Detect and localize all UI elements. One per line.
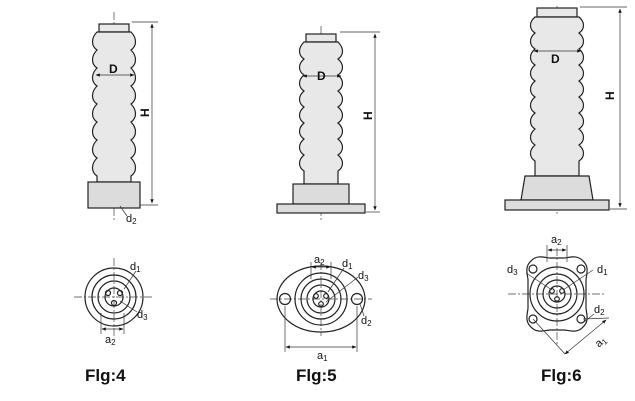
fig4-hole-3	[110, 299, 118, 307]
fig5-core	[312, 290, 330, 308]
fig5-hole-1	[313, 293, 319, 299]
fig6-diameter-label: D	[551, 52, 560, 66]
fig6-mid-ring	[536, 273, 578, 315]
fig5-a2-label: a2	[314, 254, 325, 267]
fig4-hole-2	[116, 289, 124, 297]
fig6-a1-dim	[564, 319, 607, 355]
fig6-hole-1	[549, 288, 555, 294]
fig6-d3-leader	[525, 272, 553, 291]
fig4-a2-label: a2	[105, 334, 116, 347]
fig4-d2-leader	[119, 205, 128, 217]
fig5-mid-ring	[300, 278, 342, 320]
figure-6-caption: Flg:6	[541, 366, 582, 385]
figure-5-plan: a2 d1 d3 d2 a1	[270, 254, 372, 363]
figure-5-elevation: D H	[276, 26, 380, 220]
fig4-outer-ring	[84, 267, 144, 327]
fig4-top-cap	[98, 23, 130, 33]
fig5-d2-label: d2	[361, 315, 372, 328]
fig6-d2-leader	[583, 313, 595, 323]
fig6-outer-ring	[529, 266, 585, 322]
fig6-a1-ext-left	[532, 318, 566, 355]
fig5-inner-ring	[306, 284, 336, 314]
figure-4-elevation: D H d2	[87, 12, 158, 226]
fig6-inner-ring	[542, 279, 572, 309]
fig6-hole-3	[554, 296, 560, 302]
fig5-a1-label: a1	[317, 350, 328, 363]
fig6-top-cap	[536, 7, 578, 18]
fig5-d2-leader	[359, 303, 365, 317]
fig4-d1-label: d1	[130, 261, 141, 274]
figure-4-caption: Flg:4	[85, 366, 126, 385]
fig5-flange	[276, 203, 366, 214]
fig6-d2-label: d2	[594, 304, 605, 317]
fig6-d3-label: d3	[507, 264, 518, 277]
fig6-flange	[504, 199, 610, 211]
fig4-d2-label: d2	[126, 213, 137, 226]
fig5-base	[292, 183, 350, 205]
fig6-a1-ext-right	[582, 317, 610, 320]
fig5-d1-label: d1	[342, 258, 353, 271]
fig6-d1-leader	[562, 269, 594, 291]
fig5-height-label: H	[361, 111, 375, 120]
fig6-bolt-hole-tr	[576, 264, 586, 274]
fig5-d3-label: d3	[358, 270, 369, 283]
figure-6-elevation: D H	[504, 6, 627, 214]
fig5-hole-2	[323, 293, 329, 299]
fig4-hole-1	[104, 289, 112, 297]
fig5-diameter-label: D	[317, 69, 326, 83]
fig6-bolt-hole-bl	[528, 314, 538, 324]
fig4-inner-ring	[97, 280, 131, 314]
fig4-height-label: H	[138, 108, 152, 117]
fig4-d3-leader	[119, 300, 138, 313]
fig5-bolt-hole-right	[350, 292, 364, 306]
fig4-diameter-label: D	[109, 62, 118, 76]
fig4-base	[87, 181, 141, 209]
figure-4-plan: d1 d3 a2	[74, 258, 154, 347]
fig5-corrugated-body	[298, 41, 344, 185]
fig5-hole-3	[318, 301, 324, 307]
fig5-d3-leader	[325, 276, 359, 303]
figure-5-caption: Flg:5	[296, 366, 337, 385]
fig6-a1-label: a1	[593, 334, 610, 351]
fig6-base	[520, 175, 594, 201]
fig6-hole-2	[559, 288, 565, 294]
fig6-height-label: H	[603, 91, 617, 100]
fig4-d3-label: d3	[137, 309, 148, 322]
figure-6-plan: a2 d3 d1 d2 a1	[507, 234, 610, 355]
fig6-d1-label: d1	[597, 264, 608, 277]
fig5-d1-leader	[327, 267, 345, 293]
fig6-bolt-hole-tl	[528, 264, 538, 274]
fig4-mid-ring	[91, 274, 137, 320]
fig6-core	[548, 285, 566, 303]
fig5-outer-ring	[294, 272, 348, 326]
fig4-corrugated-body	[91, 31, 137, 183]
fig5-top-cap	[305, 33, 337, 43]
fig4-d1-leader	[123, 270, 137, 290]
fig5-bolt-hole-left	[278, 292, 292, 306]
fig6-corrugated-body	[529, 16, 585, 177]
fig6-a2-label: a2	[551, 234, 562, 247]
